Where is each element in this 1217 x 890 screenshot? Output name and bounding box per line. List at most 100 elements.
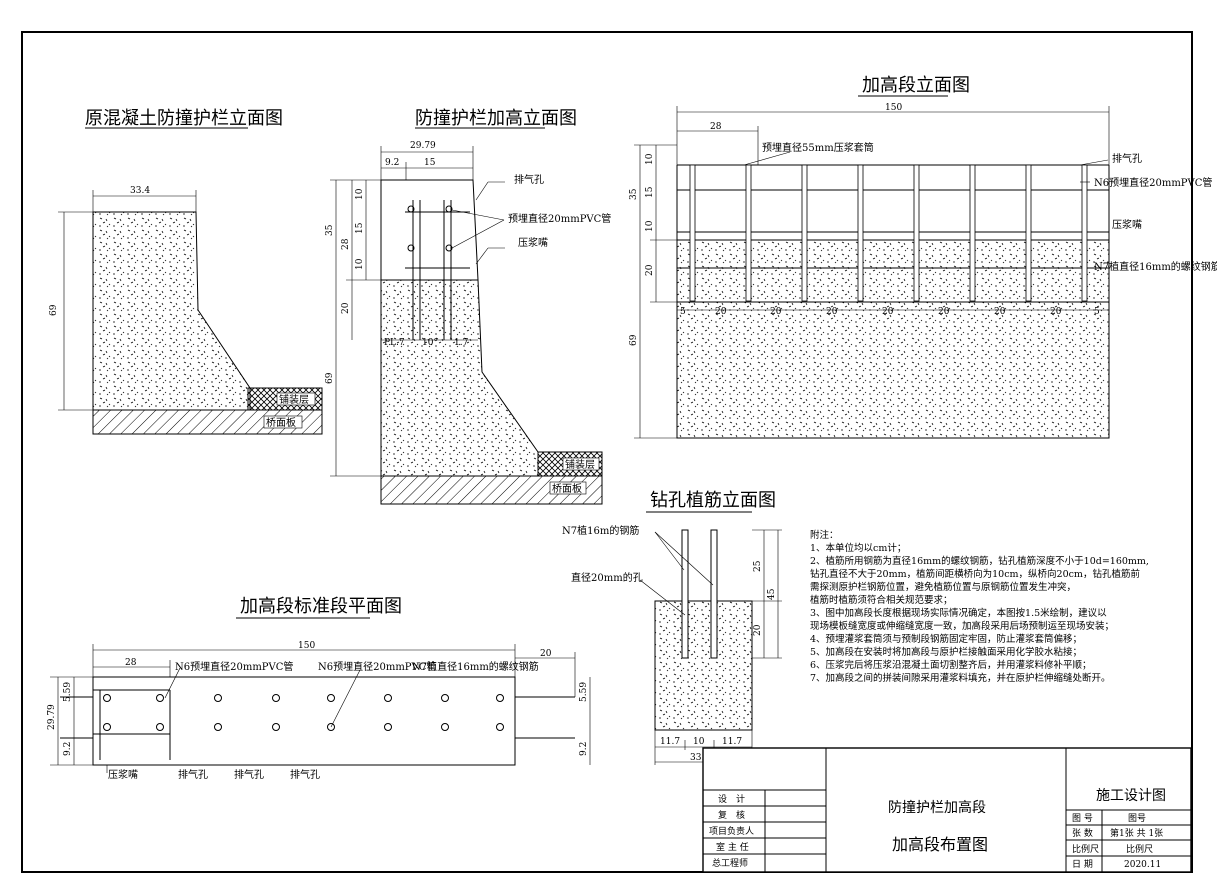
label-plan-pvc: N6预埋直径20mmPVC管: [175, 660, 293, 673]
dim-15-c: 15: [645, 186, 655, 198]
label-plan-vent-2: 排气孔: [234, 768, 264, 781]
dim-5-59-b: 5.59: [579, 682, 589, 702]
dim-20-b7: 20: [1050, 307, 1062, 317]
label-plan-n7: N7植直径16mm的螺纹钢筋: [412, 660, 539, 673]
dim-150-b: 150: [298, 641, 315, 651]
label-vent-2: 排气孔: [514, 173, 544, 186]
dim-10-a: 10: [355, 188, 365, 200]
label-plan-n6: N6预埋直径20mmPVC管: [318, 660, 436, 673]
label-hole20: 直径20mm的孔: [571, 571, 643, 584]
tb-stage: 施工设计图: [1096, 788, 1166, 804]
label-sleeve55: 预埋直径55mm压浆套筒: [762, 141, 874, 154]
dim-5-59-a: 5.59: [63, 682, 73, 702]
tb-row-2-v: 比例尺: [1126, 843, 1153, 855]
tb-role-1: 复 核: [718, 809, 745, 821]
dim-11-7-a: 11.7: [660, 737, 680, 747]
dim-10-b: 10: [355, 258, 365, 270]
dim-9-2-b: 9.2: [63, 742, 73, 756]
label-n7-steel: N7植16m的钢筋: [562, 524, 639, 537]
notes-line: 7、加高段之间的拼装间隙采用灌浆料填充，并在原护栏伸缩缝处断开。: [810, 672, 1111, 684]
dim-33-4-b: 33.4: [690, 753, 710, 763]
tb-drawing: 加高段布置图: [892, 835, 988, 854]
dim-10-d: 10: [645, 220, 655, 232]
dim-35-b: 35: [629, 188, 639, 200]
tb-row-0-v: 图号: [1128, 813, 1146, 824]
label-deck-1: 桥面板: [266, 416, 296, 429]
dim-5-b: 5: [1094, 307, 1100, 317]
notes-line: 4、预埋灌浆套筒须与预制段钢筋固定牢固，防止灌浆套筒偏移；: [810, 633, 1082, 645]
tb-role-3: 室 主 任: [716, 841, 749, 853]
dim-20-b2: 20: [770, 307, 782, 317]
label-pave-2: 铺装层: [565, 458, 595, 471]
title-original-elevation: 原混凝土防撞护栏立面图: [85, 108, 283, 129]
dim-33-4-a: 33.4: [130, 186, 150, 196]
dim-28-b: 28: [710, 122, 722, 132]
sheet-border: [21, 31, 1193, 873]
tb-row-0-k: 图 号: [1072, 813, 1093, 824]
label-pave-1: 铺装层: [279, 393, 309, 406]
dim-20-b1: 20: [715, 307, 727, 317]
notes-line: 现场模板缝宽度或伸缩缝宽度一致，加高段采用后场预制运至现场安装；: [810, 620, 1114, 632]
label-n7-rebar: N7植直径16mm的螺纹钢筋: [1094, 260, 1217, 273]
dim-11-7-b: 11.7: [722, 737, 742, 747]
dim-20-b6: 20: [994, 307, 1006, 317]
notes-line: 3、图中加高段长度根据现场实际情况确定，本图按1.5米绘制，建议以: [810, 607, 1107, 619]
dim-20-d: 20: [753, 624, 763, 636]
dim-69-b: 69: [325, 372, 335, 384]
dim-10-c: 10: [645, 153, 655, 165]
dim-25-a: 25: [753, 560, 763, 572]
notes-heading: 附注：: [810, 529, 839, 541]
dim-10-e: 10: [693, 737, 705, 747]
title-raised-section: 加高段立面图: [862, 75, 970, 96]
dim-9-2-c: 9.2: [579, 742, 589, 756]
tb-row-2-k: 比例尺: [1072, 843, 1099, 855]
notes-line: 植筋时植筋须符合相关规范要求；: [810, 594, 953, 606]
dim-35-a: 35: [325, 224, 335, 236]
label-plan-grout: 压浆嘴: [108, 768, 138, 781]
tb-row-1-v: 第1张 共 1张: [1110, 827, 1163, 839]
notes-line: 2、植筋所用钢筋为直径16mm的螺纹钢筋，钻孔植筋深度不小于10d=160mm,: [810, 555, 1149, 567]
dim-20-b4: 20: [882, 307, 894, 317]
dim-5-a: 5: [680, 307, 686, 317]
dim-10deg: 10°: [422, 338, 438, 348]
tb-role-0: 设 计: [718, 793, 745, 805]
dim-20-c: 20: [645, 264, 655, 276]
dim-20-a: 20: [341, 302, 351, 314]
tb-row-3-k: 日 期: [1072, 859, 1093, 870]
title-block: 设 计 复 核 项目负责人 室 主 任 总工程师 防撞护栏加高段 加高段布置图 …: [702, 747, 1192, 873]
tb-row-1-k: 张 数: [1072, 827, 1093, 839]
title-raised-elevation: 防撞护栏加高立面图: [415, 108, 577, 129]
dim-28-c: 28: [125, 658, 137, 668]
label-plan-vent-3: 排气孔: [290, 768, 320, 781]
label-plan-vent-1: 排气孔: [178, 768, 208, 781]
tb-role-4: 总工程师: [712, 857, 748, 869]
label-grout-2: 压浆嘴: [518, 236, 548, 249]
notes-line: 需探测原护栏钢筋位置，避免植筋位置与原钢筋位置发生冲突，: [810, 581, 1076, 593]
dim-20-e: 20: [540, 649, 552, 659]
notes-line: 6、压浆完后将压浆沿混凝土面切割整齐后，并用灌浆料修补平顺；: [810, 659, 1092, 671]
tb-project: 防撞护栏加高段: [888, 799, 986, 816]
dim-150-a: 150: [885, 103, 902, 113]
dim-29-79-a: 29.79: [410, 141, 436, 151]
title-plan: 加高段标准段平面图: [240, 596, 402, 617]
dim-20-b5: 20: [938, 307, 950, 317]
dim-9-2-a: 9.2: [385, 158, 399, 168]
label-n6-pvc: N6预埋直径20mmPVC管: [1094, 176, 1212, 189]
dim-15-a: 15: [424, 158, 436, 168]
label-deck-2: 桥面板: [552, 482, 582, 495]
view-plan: 加高段标准段平面图 150 28 20 N6预埋直径20mmPVC管 N6预埋直…: [47, 596, 591, 781]
label-vent-3: 排气孔: [1112, 152, 1142, 165]
notes-line: 1、本单位均以cm计；: [810, 542, 906, 554]
dim-69-c: 69: [629, 334, 639, 346]
notes-line: 5、加高段在安装时将加高段与原护栏接触面采用化学胶水粘接；: [810, 646, 1082, 658]
view-drill-rebar: 钻孔植筋立面图 N7植16m的钢筋 直径20mm的孔 25 20 45 11.7…: [562, 490, 782, 765]
label-pvc-2: 预埋直径20mmPVC管: [508, 212, 611, 225]
view-original-elevation: 原混凝土防撞护栏立面图 铺装层 桥面板 33.4 69: [49, 108, 323, 435]
view-raised-elevation: 防撞护栏加高立面图 铺装层 桥面板 排气孔 预埋直径20mmPVC管 压浆嘴 2…: [325, 108, 611, 505]
dim-28-a: 28: [341, 238, 351, 250]
dim-69-a: 69: [49, 304, 59, 316]
dim-pl7: PL.7: [384, 338, 405, 348]
dim-29-79-b: 29.79: [47, 704, 57, 730]
notes-block: 附注：1、本单位均以cm计；2、植筋所用钢筋为直径16mm的螺纹钢筋，钻孔植筋深…: [810, 529, 1149, 684]
